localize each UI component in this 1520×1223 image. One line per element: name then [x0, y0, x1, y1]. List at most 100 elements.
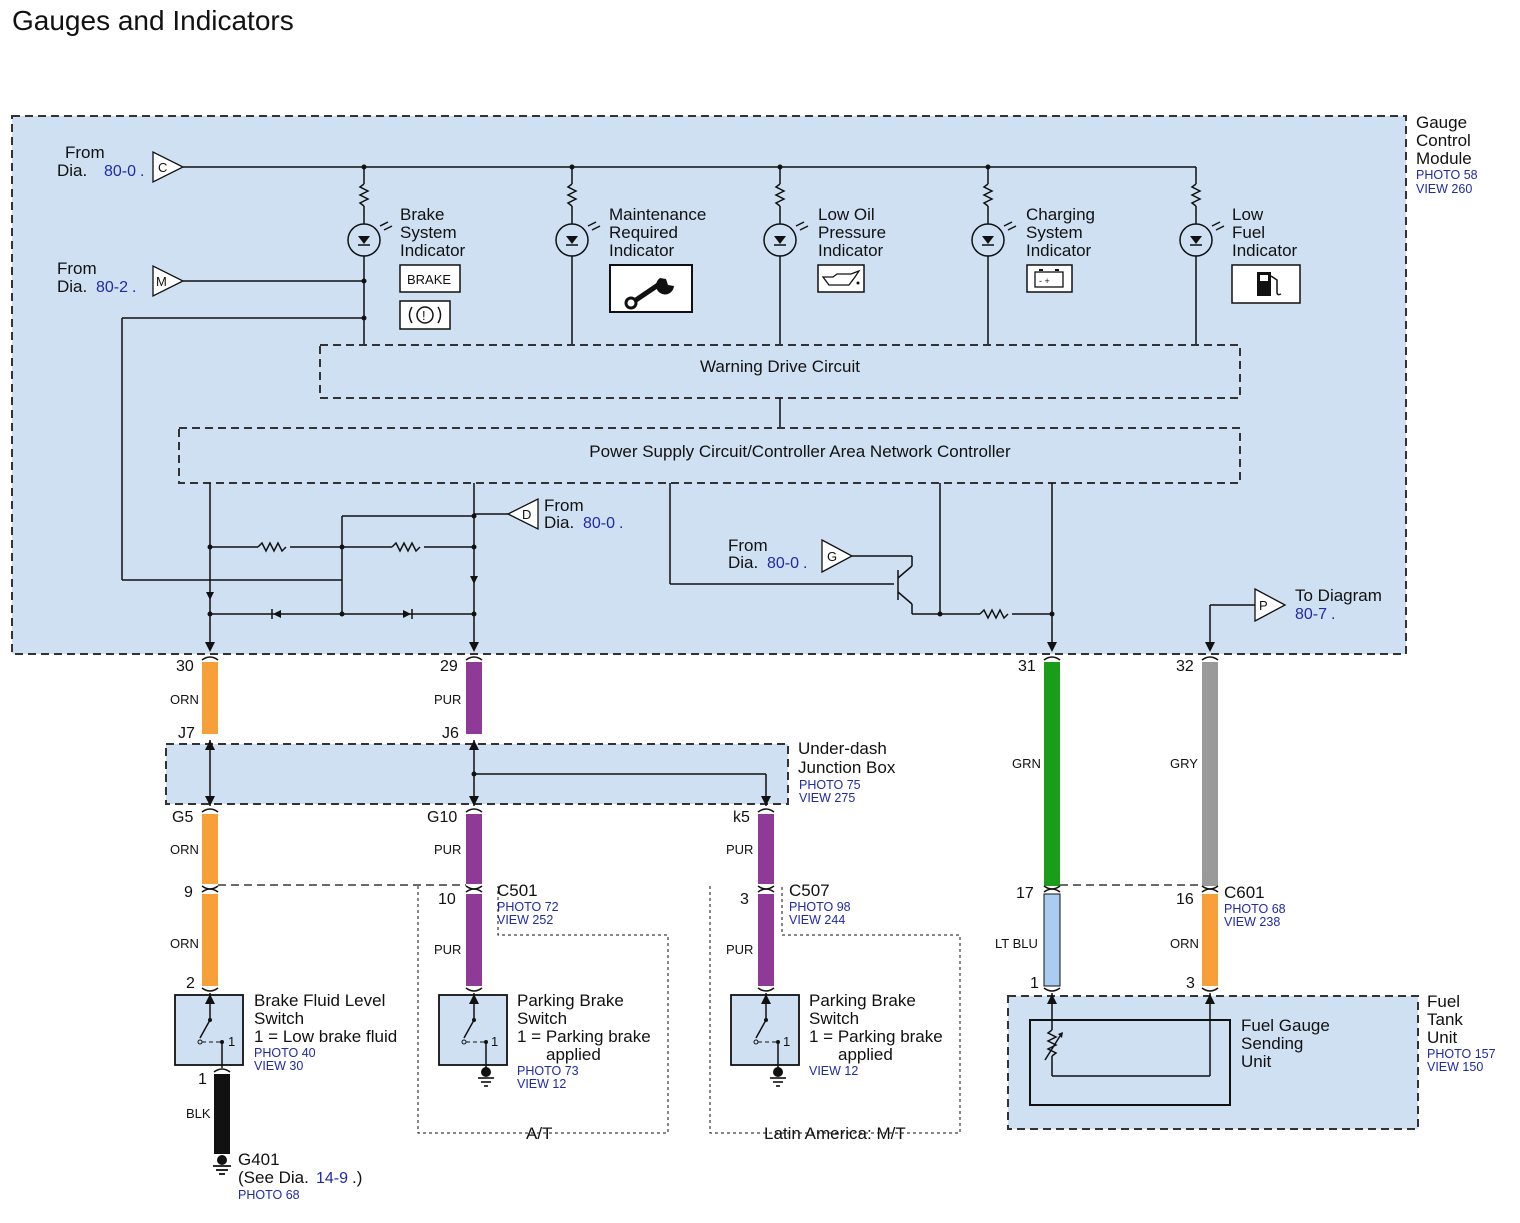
- svg-text:Charging: Charging: [1026, 205, 1095, 224]
- svg-text:Under-dash: Under-dash: [798, 739, 887, 758]
- connector-c501-label: C501 PHOTO 72 VIEW 252: [497, 881, 559, 927]
- svg-text:Brake: Brake: [400, 205, 444, 224]
- wrench-icon: [624, 278, 674, 310]
- svg-text:Low: Low: [1232, 205, 1264, 224]
- wire-orn-30: [202, 662, 218, 734]
- svg-text:PHOTO 157: PHOTO 157: [1427, 1047, 1496, 1061]
- warning-drive-circuit-label: Warning Drive Circuit: [700, 357, 860, 376]
- wire-label-pur: PUR: [434, 692, 461, 707]
- svg-text:Brake Fluid Level: Brake Fluid Level: [254, 991, 385, 1010]
- svg-text:From: From: [65, 143, 105, 162]
- wire-orn-16: [1202, 894, 1218, 986]
- wire-label-pur-2: PUR: [434, 842, 461, 857]
- wire-label-orn-2: ORN: [170, 842, 199, 857]
- svg-text:Switch: Switch: [517, 1009, 567, 1028]
- charging-system-indicator: Charging System Indicator - +: [971, 167, 1095, 345]
- from-connector-c: From Dia. 80-0 . C: [57, 143, 185, 184]
- connector-c601-label: C601 PHOTO 68 VIEW 238: [1224, 883, 1286, 929]
- fuel-tank-unit-label: Fuel Tank Unit PHOTO 157 VIEW 150: [1427, 992, 1496, 1074]
- oil-can-icon: [821, 269, 861, 286]
- pin-31: 31: [1018, 658, 1036, 675]
- mt-group-outline: [709, 886, 961, 1134]
- pin-17: 17: [1016, 885, 1034, 902]
- ground-icon: [481, 1067, 491, 1077]
- svg-text:Dia.: Dia.: [57, 161, 87, 180]
- wire-pur-29: [466, 662, 482, 734]
- pin-32: 32: [1176, 658, 1194, 675]
- pin-3: 3: [740, 891, 749, 908]
- svg-text:80-0: 80-0: [767, 555, 799, 572]
- svg-text:VIEW 30: VIEW 30: [254, 1059, 303, 1073]
- svg-text:G401: G401: [238, 1150, 280, 1169]
- fuel-gauge-sending-unit: Fuel Gauge Sending Unit: [1029, 993, 1330, 1106]
- svg-text:Maintenance: Maintenance: [609, 205, 706, 224]
- from-connector-m: From Dia. 80-2 . M: [57, 259, 185, 298]
- svg-text:!: !: [422, 308, 426, 323]
- svg-text:PHOTO 73: PHOTO 73: [517, 1064, 579, 1078]
- svg-text:.: .: [619, 515, 623, 532]
- svg-text:1: 1: [228, 1034, 235, 1049]
- svg-text:80-0: 80-0: [104, 163, 136, 180]
- from-connector-g: From Dia. 80-0 . G: [728, 536, 912, 574]
- svg-text:Parking Brake: Parking Brake: [809, 991, 916, 1010]
- svg-text:PHOTO 68: PHOTO 68: [238, 1188, 300, 1202]
- junction-box-label: Under-dash Junction Box PHOTO 75 VIEW 27…: [798, 739, 896, 805]
- pin-g10: G10: [427, 809, 457, 826]
- brake-fluid-level-switch: 1 Brake Fluid Level Switch 1 = Low brake…: [174, 991, 397, 1073]
- wire-label-pur-5: PUR: [726, 942, 753, 957]
- svg-text:1: 1: [783, 1034, 790, 1049]
- gauge-control-module-label: Gauge Control Module PHOTO 58 VIEW 260: [1416, 113, 1478, 196]
- svg-text:80-2: 80-2: [96, 279, 128, 296]
- svg-text:VIEW 150: VIEW 150: [1427, 1060, 1483, 1074]
- svg-text:.: .: [132, 279, 136, 296]
- maintenance-required-indicator: Maintenance Required Indicator: [555, 167, 706, 345]
- svg-text:Required: Required: [609, 223, 678, 242]
- svg-text:BRAKE: BRAKE: [407, 272, 451, 287]
- svg-text:Sending: Sending: [1241, 1034, 1303, 1053]
- svg-text:PHOTO 40: PHOTO 40: [254, 1046, 316, 1060]
- parking-brake-switch-at: 1 Parking Brake Switch 1 = Parking brake…: [438, 991, 651, 1091]
- pin-j6: J6: [442, 725, 459, 742]
- wire-label-gry: GRY: [1170, 756, 1198, 771]
- svg-text:Dia.: Dia.: [57, 277, 87, 296]
- wire-pur-k5: [758, 814, 774, 884]
- page-title: Gauges and Indicators: [12, 5, 294, 36]
- svg-text:Junction Box: Junction Box: [798, 758, 896, 777]
- svg-text:P: P: [1259, 598, 1268, 613]
- pin-10: 10: [438, 891, 456, 908]
- svg-text:VIEW 238: VIEW 238: [1224, 915, 1280, 929]
- svg-text:System: System: [400, 223, 457, 242]
- ground-g401: G401 (See Dia. 14-9 .) PHOTO 68: [213, 1150, 362, 1202]
- svg-text:PHOTO 58: PHOTO 58: [1416, 168, 1478, 182]
- wire-orn-g5: [202, 814, 218, 884]
- svg-text:C501: C501: [497, 881, 538, 900]
- pin-29: 29: [440, 658, 458, 675]
- pin-16: 16: [1176, 891, 1194, 908]
- svg-text:Switch: Switch: [254, 1009, 304, 1028]
- svg-text:Parking Brake: Parking Brake: [517, 991, 624, 1010]
- svg-text:Indicator: Indicator: [818, 241, 884, 260]
- svg-text:Indicator: Indicator: [609, 241, 675, 260]
- svg-text:1 = Low brake fluid: 1 = Low brake fluid: [254, 1027, 397, 1046]
- svg-text:PHOTO 68: PHOTO 68: [1224, 902, 1286, 916]
- svg-text:Fuel: Fuel: [1427, 992, 1460, 1011]
- at-group-label: A/T: [526, 1124, 552, 1143]
- svg-text:Gauge: Gauge: [1416, 113, 1467, 132]
- power-supply-can-controller: [178, 427, 1241, 484]
- wire-grn-31: [1044, 662, 1060, 886]
- pin-3-fuel: 3: [1186, 975, 1195, 992]
- wire-label-grn: GRN: [1012, 756, 1041, 771]
- from-connector-d: D From Dia. 80-0 .: [474, 496, 623, 532]
- svg-text:80-0: 80-0: [583, 515, 615, 532]
- svg-text:Switch: Switch: [809, 1009, 859, 1028]
- svg-text:Indicator: Indicator: [1026, 241, 1092, 260]
- wire-label-pur-3: PUR: [726, 842, 753, 857]
- wire-label-ltblu: LT BLU: [995, 936, 1038, 951]
- svg-text:Indicator: Indicator: [400, 241, 466, 260]
- svg-text:M: M: [156, 274, 167, 289]
- mt-group-label: Latin America: M/T: [764, 1124, 906, 1143]
- low-fuel-indicator: Low Fuel Indicator: [1179, 167, 1301, 345]
- brake-system-indicator: Brake System Indicator BRAKE !: [347, 167, 466, 345]
- svg-text:To Diagram: To Diagram: [1295, 586, 1382, 605]
- svg-text:VIEW 244: VIEW 244: [789, 913, 845, 927]
